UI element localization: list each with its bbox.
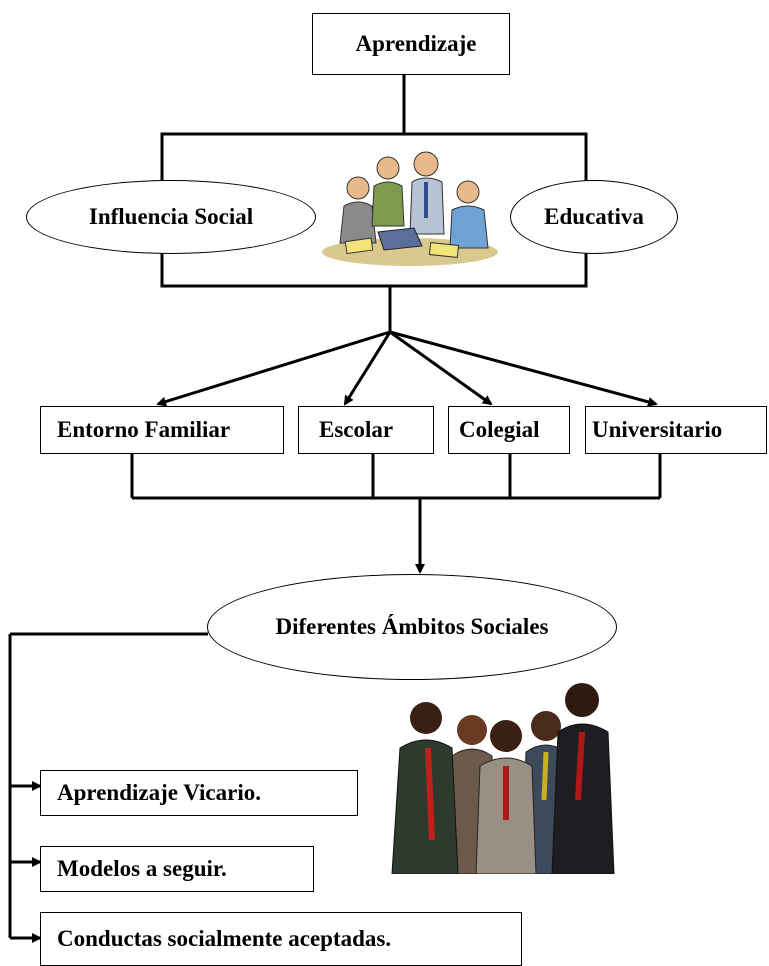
outcome-label-conductas: Conductas socialmente aceptadas. (57, 926, 392, 951)
env-box-familiar: Entorno Familiar (40, 406, 284, 454)
influence-social-label: Influencia Social (88, 204, 254, 229)
outcome-box-modelos: Modelos a seguir. (40, 846, 314, 892)
hub-oval: Diferentes Ámbitos Sociales (207, 574, 617, 680)
env-label-familiar: Entorno Familiar (57, 417, 231, 442)
outcome-box-conductas: Conductas socialmente aceptadas. (40, 912, 522, 966)
educativa-label: Educativa (544, 204, 644, 229)
team-meeting-clipart-icon (322, 151, 498, 266)
root-box: Aprendizaje (312, 13, 510, 75)
outcome-box-vicario: Aprendizaje Vicario. (40, 770, 358, 816)
businessmen-group-clipart-icon (391, 683, 615, 874)
outcome-label-modelos: Modelos a seguir. (57, 856, 227, 881)
influence-social-oval: Influencia Social (26, 180, 316, 254)
root-label: Aprendizaje (355, 31, 477, 56)
hub-label: Diferentes Ámbitos Sociales (275, 614, 549, 639)
env-label-colegial: Colegial (459, 417, 540, 442)
env-label-escolar: Escolar (319, 417, 394, 442)
educativa-oval: Educativa (510, 180, 678, 254)
env-box-colegial: Colegial (448, 406, 570, 454)
env-label-universitario: Universitario (592, 417, 723, 442)
env-box-escolar: Escolar (298, 406, 434, 454)
outcome-label-vicario: Aprendizaje Vicario. (57, 780, 261, 805)
env-box-universitario: Universitario (585, 406, 767, 454)
